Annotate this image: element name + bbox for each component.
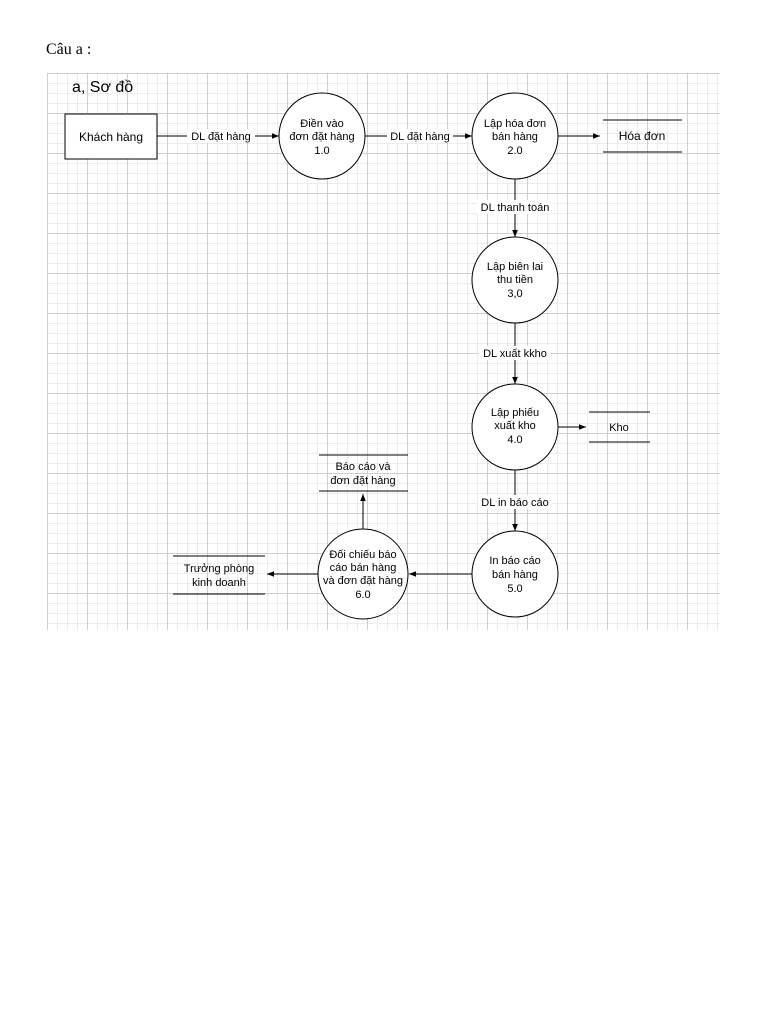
store-manager-line-1: Trưởng phòng (184, 563, 254, 575)
process-1-line-2: đơn đặt hàng (289, 131, 354, 143)
process-5-line-3: 5.0 (507, 583, 522, 595)
flow-p2-to-p3-label: DL thanh toán (481, 202, 550, 214)
store-invoice-label: Hóa đơn (619, 129, 666, 143)
flow-entity-to-p1-label-bg (187, 129, 255, 143)
process-5-line-1: In báo cáo (489, 555, 540, 567)
process-1-line-1: Điền vào (300, 118, 343, 130)
process-3-line-3: 3,0 (507, 288, 522, 300)
process-4-line-1: Lập phiếu (491, 407, 539, 419)
store-manager-line-2: kinh doanh (192, 577, 246, 589)
process-6-circle (317, 528, 409, 620)
question-heading: Câu a : (46, 41, 92, 58)
flow-p3-to-p4-label: DL xuất kkho (483, 348, 547, 360)
process-2-line-3: 2.0 (507, 145, 522, 157)
flow-p4-to-p5-label-bg (478, 495, 552, 509)
data-flow-diagram: a, Sơ đồ Khách hàng DL đặt hàng Điền vào… (64, 79, 682, 620)
flow-p1-to-p2-label: DL đặt hàng (390, 131, 450, 143)
flow-p2-to-p3-label-bg (477, 200, 553, 214)
process-5-line-2: bán hàng (492, 569, 538, 581)
flow-p1-to-p2-label-bg (387, 129, 453, 143)
process-6-line-1: Đối chiếu báo (329, 549, 396, 561)
process-6-line-4: 6.0 (355, 589, 370, 601)
flow-entity-to-p1-label: DL đặt hàng (191, 131, 251, 143)
process-4-line-2: xuất kho (494, 420, 536, 432)
entity-customer-box (64, 113, 158, 160)
process-3-line-1: Lập biên lai (487, 261, 543, 273)
diagram-canvas: a, Sơ đồ Khách hàng DL đặt hàng Điền vào… (47, 73, 720, 630)
process-1-line-3: 1.0 (314, 145, 329, 157)
process-2-line-1: Lập hóa đơn (484, 118, 546, 130)
diagram-subtitle: a, Sơ đồ (72, 79, 133, 96)
process-6-line-2: cáo bán hàng (330, 562, 397, 574)
store-report-line-1: Báo cáo và (335, 461, 391, 473)
entity-customer-label: Khách hàng (79, 130, 143, 144)
process-4-line-3: 4.0 (507, 434, 522, 446)
flow-p4-to-p5-label: DL in báo cáo (481, 497, 548, 509)
flow-p3-to-p4-label-bg (479, 346, 551, 360)
process-2-line-2: bán hàng (492, 131, 538, 143)
store-warehouse-label: Kho (609, 422, 629, 434)
store-report-line-2: đơn đặt hàng (330, 475, 395, 487)
process-6-line-3: và đơn đặt hàng (323, 575, 403, 587)
process-3-line-2: thu tiền (497, 274, 533, 286)
